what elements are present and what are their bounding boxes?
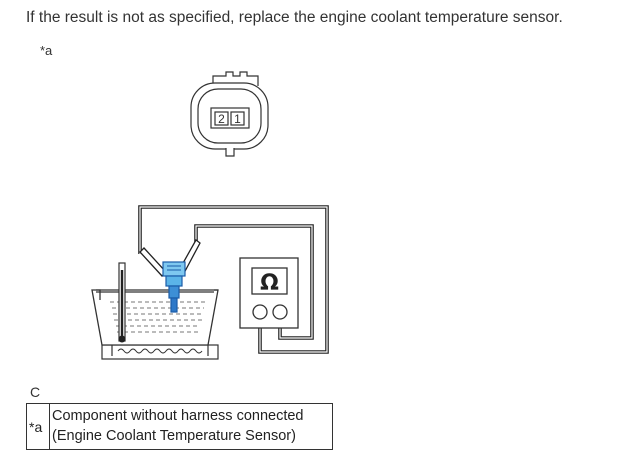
legend-key: *a <box>26 403 50 450</box>
figure-letter: C <box>30 384 41 400</box>
heater-stand <box>101 344 219 360</box>
test-leads <box>138 205 329 354</box>
water-surface <box>110 301 205 333</box>
legend-table: *a Component without harness connected (… <box>26 403 333 450</box>
connector-pin-1: 1 <box>234 112 241 126</box>
legend-line-1: Component without harness connected <box>52 408 304 424</box>
legend-description: Component without harness connected (Eng… <box>49 403 333 450</box>
connector-face: 2 1 <box>190 71 269 157</box>
coolant-temperature-sensor <box>162 261 186 313</box>
callout-label: *a <box>40 43 53 58</box>
coolant-beaker <box>91 289 219 346</box>
thermometer <box>118 262 126 343</box>
legend-row: *a Component without harness connected (… <box>26 403 333 450</box>
instruction-text: If the result is not as specified, repla… <box>26 9 563 26</box>
ohm-symbol: Ω <box>260 271 279 296</box>
connector-pin-2: 2 <box>218 112 225 126</box>
ohmmeter: Ω <box>239 257 299 329</box>
legend-line-2: (Engine Coolant Temperature Sensor) <box>52 428 296 444</box>
